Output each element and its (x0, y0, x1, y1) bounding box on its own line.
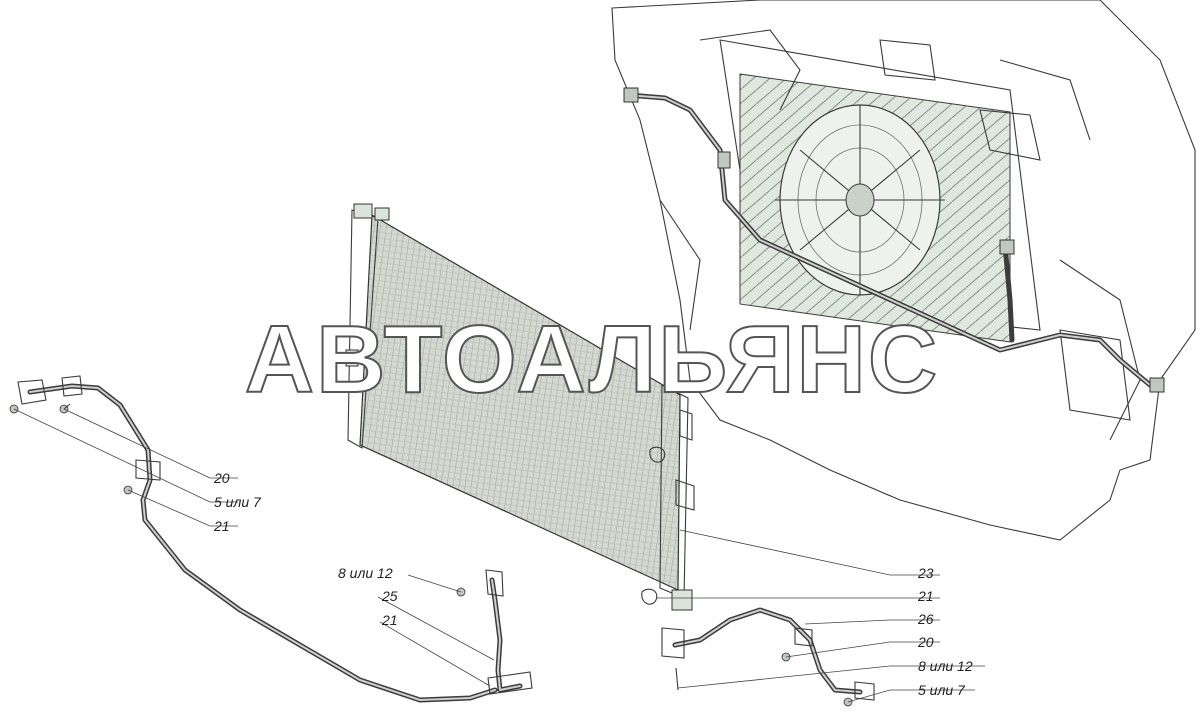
callout-26: 26 (917, 611, 934, 627)
callout-5-or-7-left: 5 или 7 (214, 494, 262, 510)
callout-20-left: 20 (213, 470, 230, 486)
callout-5-or-7-right: 5 или 7 (918, 682, 966, 698)
callout-8-or-12-left: 8 или 12 (338, 565, 393, 581)
ac-pipe-installed (623, 87, 1165, 393)
callout-21-mid: 21 (381, 612, 398, 628)
callout-21-left: 21 (213, 518, 230, 534)
callout-23: 23 (917, 565, 934, 581)
callout-25: 25 (381, 588, 398, 604)
right-pipe-assembly (661, 607, 875, 707)
callout-20-right: 20 (917, 634, 934, 650)
front-end-module (611, 0, 1196, 541)
watermark-text: АВТОАЛЬЯНС (245, 306, 939, 413)
leader-lines (13, 408, 985, 703)
condenser (345, 203, 695, 611)
callout-8-or-12-right: 8 или 12 (918, 658, 973, 674)
middle-pipe-assembly (456, 569, 533, 695)
cooling-fan (775, 104, 945, 296)
callout-21-right: 21 (917, 588, 934, 604)
